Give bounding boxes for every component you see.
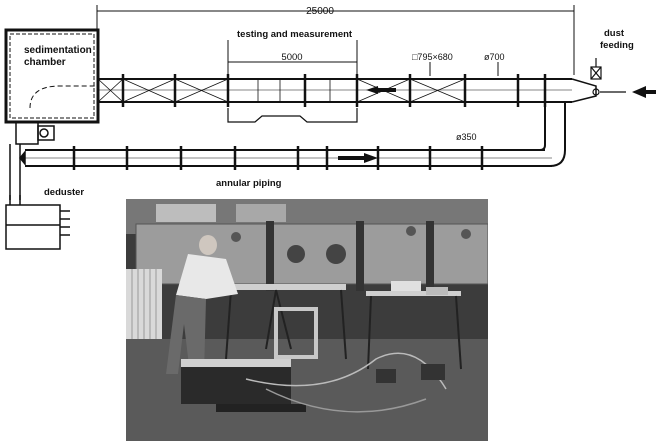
dust-feeder <box>590 58 626 96</box>
chamber-outlet <box>9 121 55 200</box>
return-elbow <box>539 102 566 167</box>
return-flow-arrow-icon <box>338 153 378 163</box>
rect-duct-label: □795×680 <box>412 52 453 62</box>
overall-length-label: 25000 <box>306 6 334 17</box>
main-duct <box>97 74 597 123</box>
section-dimension <box>227 40 358 76</box>
section-length-label: 5000 <box>281 52 302 63</box>
sedimentation-chamber <box>4 28 100 124</box>
sedimentation-chamber-label: sedimentation <box>24 45 92 56</box>
test-rig-photo <box>126 199 488 441</box>
deduster-box <box>5 195 70 250</box>
flow-arrow-icon <box>366 86 396 94</box>
sedimentation-chamber-label-2: chamber <box>24 57 66 68</box>
duct-diameter-label: ø700 <box>484 52 505 62</box>
annular-piping <box>25 146 552 170</box>
overall-dimension <box>96 5 575 75</box>
dust-feeding-label-2: feeding <box>600 40 634 51</box>
test-rig-schematic: 25000 sedimentation chamber <box>4 5 656 200</box>
dust-inflow-arrow-icon <box>632 86 656 98</box>
dust-feeding-label: dust <box>604 28 625 39</box>
deduster-label: deduster <box>44 187 84 198</box>
annular-piping-label: annular piping <box>216 178 282 189</box>
return-diameter-label: ø350 <box>456 132 477 142</box>
testing-label: testing and measurement <box>237 29 353 40</box>
